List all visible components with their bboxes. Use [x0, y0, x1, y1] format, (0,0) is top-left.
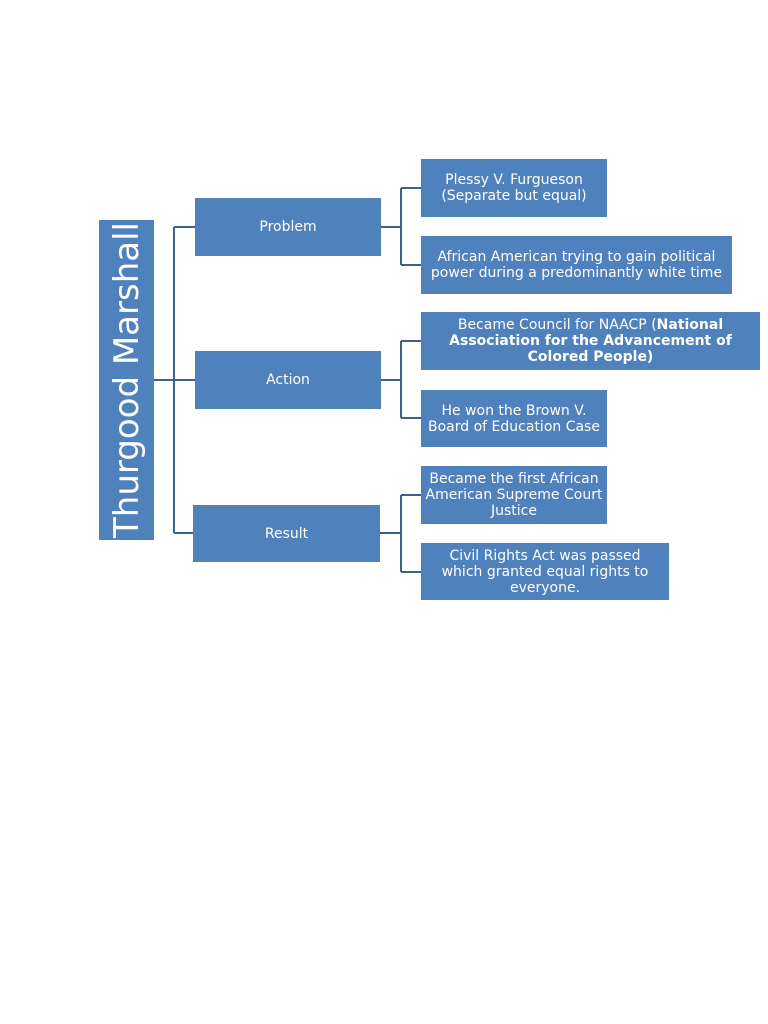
problem-detail-1-text: Plessy V. Furgueson (Separate but equal)	[441, 172, 587, 204]
problem-detail-2: African American trying to gain politica…	[421, 236, 732, 294]
action-detail-1: Became Council for NAACP (National Assoc…	[421, 312, 760, 370]
action-detail-1-plain: Became Council for NAACP (	[457, 317, 657, 333]
problem-detail-1: Plessy V. Furgueson (Separate but equal)	[421, 159, 607, 217]
branch-problem-label: Problem	[259, 219, 317, 235]
result-detail-2: Civil Rights Act was passed which grante…	[421, 543, 669, 600]
result-detail-2-text: Civil Rights Act was passed which grante…	[441, 547, 649, 596]
branch-problem: Problem	[195, 198, 381, 256]
branch-result-label: Result	[264, 525, 309, 542]
branch-result: Result	[193, 505, 380, 562]
action-detail-1-text: Became Council for NAACP (National Assoc…	[429, 317, 752, 365]
root-node: Thurgood Marshall	[99, 220, 154, 540]
action-detail-2: He won the Brown V. Board of Education C…	[421, 390, 607, 447]
result-detail-1-text: Became the first African American Suprem…	[425, 471, 603, 519]
action-detail-1-bold: National Association for the Advancement…	[449, 317, 732, 365]
action-detail-2-text: He won the Brown V. Board of Education C…	[428, 402, 600, 435]
problem-detail-2-text: African American trying to gain politica…	[430, 249, 723, 281]
branch-action-label: Action	[266, 372, 310, 388]
root-title: Thurgood Marshall	[106, 222, 147, 538]
branch-action: Action	[195, 351, 381, 409]
result-detail-1: Became the first African American Suprem…	[421, 466, 607, 524]
